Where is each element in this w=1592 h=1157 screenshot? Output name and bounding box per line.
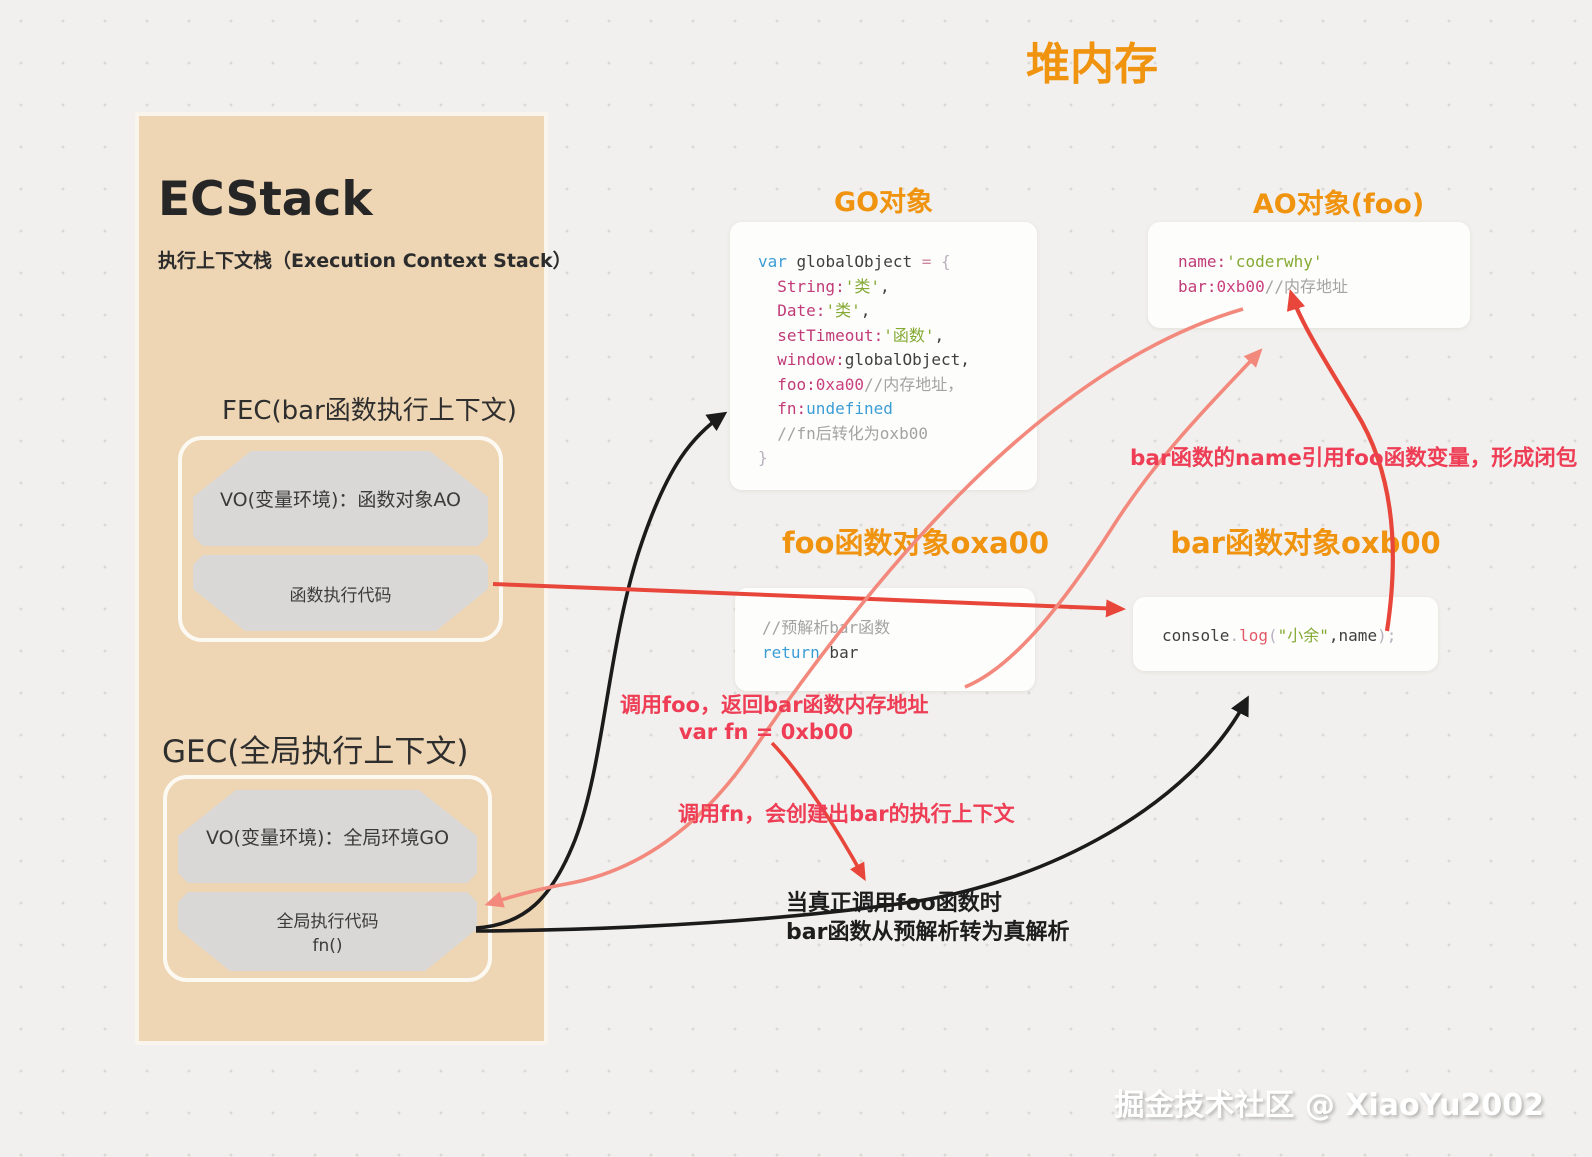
gec-label: GEC(全局执行上下文) [162,734,469,770]
heap-title: 堆内存 [1026,39,1158,90]
go-code-box: var globalObject = { String:'类', Date:'类… [730,222,1037,490]
ao-code-box: name:'coderwhy'bar:0xb00//内存地址 [1148,222,1470,328]
gec-vo-label: VO(变量环境)：全局环境GO [205,827,450,849]
ecstack-title: ECStack [158,172,373,227]
fec-vo-shape: VO(变量环境)：函数对象AO [193,451,488,546]
foo-object-title: foo函数对象oxa00 [781,526,1050,560]
go-object-title: GO对象 [833,187,934,218]
ao-object-title: AO对象(foo) [1252,189,1425,220]
bar-object-title: bar函数对象oxb00 [1170,526,1441,560]
gec-code-line1: 全局执行代码 [276,912,379,932]
real-parse-note: 当真正调用foo函数时 bar函数从预解析转为真解析 [786,889,1069,947]
gec-code-shape: 全局执行代码 fn() [178,892,477,971]
fec-box: VO(变量环境)：函数对象AO 函数执行代码 [178,436,503,642]
bar-code-box: console.log("小余",name); [1133,597,1438,671]
call-foo-note-line2: var fn = 0xb00 [678,720,854,744]
gec-code-line2: fn() [312,936,343,956]
call-foo-note-line1: 调用foo，返回bar函数内存地址 [620,693,929,717]
real-parse-line1: 当真正调用foo函数时 [786,891,1002,916]
closure-note: bar函数的name引用foo函数变量，形成闭包 [1130,446,1578,471]
fec-label: FEC(bar函数执行上下文) [222,396,517,426]
fec-code-shape: 函数执行代码 [193,555,488,631]
fec-vo-label: VO(变量环境)：函数对象AO [219,489,462,511]
call-foo-note: 调用foo，返回bar函数内存地址 var fn = 0xb00 [620,692,929,746]
gec-vo-shape: VO(变量环境)：全局环境GO [178,790,477,883]
fec-code-label: 函数执行代码 [289,585,392,606]
real-parse-line2: bar函数从预解析转为真解析 [786,920,1070,945]
watermark: 掘金技术社区 @ XiaoYu2002 [1114,1088,1544,1123]
call-fn-note: 调用fn，会创建出bar的执行上下文 [678,802,1015,826]
gec-box: VO(变量环境)：全局环境GO 全局执行代码 fn() [163,775,492,982]
ecstack-subtitle: 执行上下文栈（Execution Context Stack） [158,250,572,272]
